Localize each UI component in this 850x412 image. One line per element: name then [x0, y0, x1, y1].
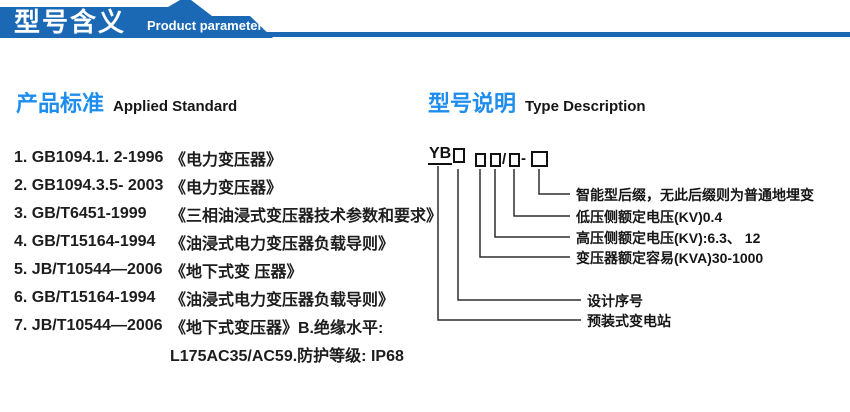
type-description-heading: 型号说明 Type Description	[428, 86, 646, 118]
code-dash: -	[521, 150, 526, 167]
standard-code: 7. JB/T10544—2006	[14, 317, 163, 334]
page-subtitle: Product parameters	[147, 18, 270, 33]
standard-row: 5. JB/T10544—2006 《地下式变 压器》	[14, 256, 442, 284]
code-box-hv-voltage	[490, 153, 501, 167]
standard-code: 4. GB/T15164-1994	[14, 233, 156, 250]
applied-standard-heading: 产品标准 Applied Standard	[16, 86, 237, 118]
applied-standard-heading-en: Applied Standard	[113, 98, 238, 115]
standard-row: 3. GB/T6451-1999 《三相油浸式变压器技术参数和要求》	[14, 200, 442, 228]
standard-title: 《地下式变 压器》	[170, 264, 303, 281]
page-title: 型号含义	[14, 7, 127, 37]
standard-title: 《电力变压器》	[170, 180, 283, 197]
standard-title: 《油浸式电力变压器负载导则》	[170, 236, 395, 253]
type-label-design-serial: 设计序号	[587, 293, 643, 309]
standard-row: 7. JB/T10544—2006 《地下式变压器》B.绝缘水平:	[14, 312, 442, 340]
code-box-design-serial	[453, 148, 465, 163]
standard-title: 《地下式变压器》B.绝缘水平:	[170, 320, 384, 337]
standard-row: 2. GB1094.3.5- 2003 《电力变压器》	[14, 172, 442, 200]
standards-list: 1. GB1094.1. 2-1996 《电力变压器》 2. GB1094.3.…	[14, 144, 442, 368]
standard-title: L175AC35/AC59.防护等级: IP68	[170, 348, 404, 365]
code-box-lv-voltage	[509, 153, 520, 167]
type-label-smart-suffix: 智能型后缀，无此后缀则为普通地埋变	[576, 187, 814, 203]
standard-code: 2. GB1094.3.5- 2003	[14, 177, 164, 194]
standard-title: 《电力变压器》	[170, 152, 283, 169]
standard-row: 6. GB/T15164-1994 《油浸式电力变压器负载导则》	[14, 284, 442, 312]
type-label-hv-voltage: 高压侧额定电压(KV):6.3、 12	[576, 230, 761, 246]
type-code-prefix: YB	[428, 146, 453, 165]
code-box-smart-suffix	[531, 151, 548, 167]
type-label-prefab-substation: 预装式变电站	[587, 313, 671, 329]
standard-title: 《三相油浸式变压器技术参数和要求》	[170, 208, 443, 225]
code-slash: /	[502, 151, 507, 168]
standard-code: 3. GB/T6451-1999	[14, 205, 147, 222]
standard-row: 1. GB1094.1. 2-1996 《电力变压器》	[14, 144, 442, 172]
type-label-lv-voltage: 低压侧额定电压(KV)0.4	[576, 209, 723, 225]
standard-code: 1. GB1094.1. 2-1996	[14, 149, 164, 166]
standard-row: 4. GB/T15164-1994 《油浸式电力变压器负载导则》	[14, 228, 442, 256]
standard-code: 5. JB/T10544—2006	[14, 261, 163, 278]
applied-standard-heading-zh: 产品标准	[16, 91, 105, 116]
header-rule	[0, 32, 850, 37]
type-description-heading-en: Type Description	[525, 98, 646, 115]
type-label-rated-capacity: 变压器额定容易(KVA)30-1000	[576, 250, 764, 266]
standard-title: 《油浸式电力变压器负载导则》	[170, 292, 395, 309]
standard-code: 6. GB/T15164-1994	[14, 289, 156, 306]
header-banner-shape	[0, 0, 273, 38]
standard-row-continuation: L175AC35/AC59.防护等级: IP68	[14, 340, 442, 368]
code-box-capacity-1	[475, 153, 486, 167]
type-description-heading-zh: 型号说明	[428, 91, 517, 116]
